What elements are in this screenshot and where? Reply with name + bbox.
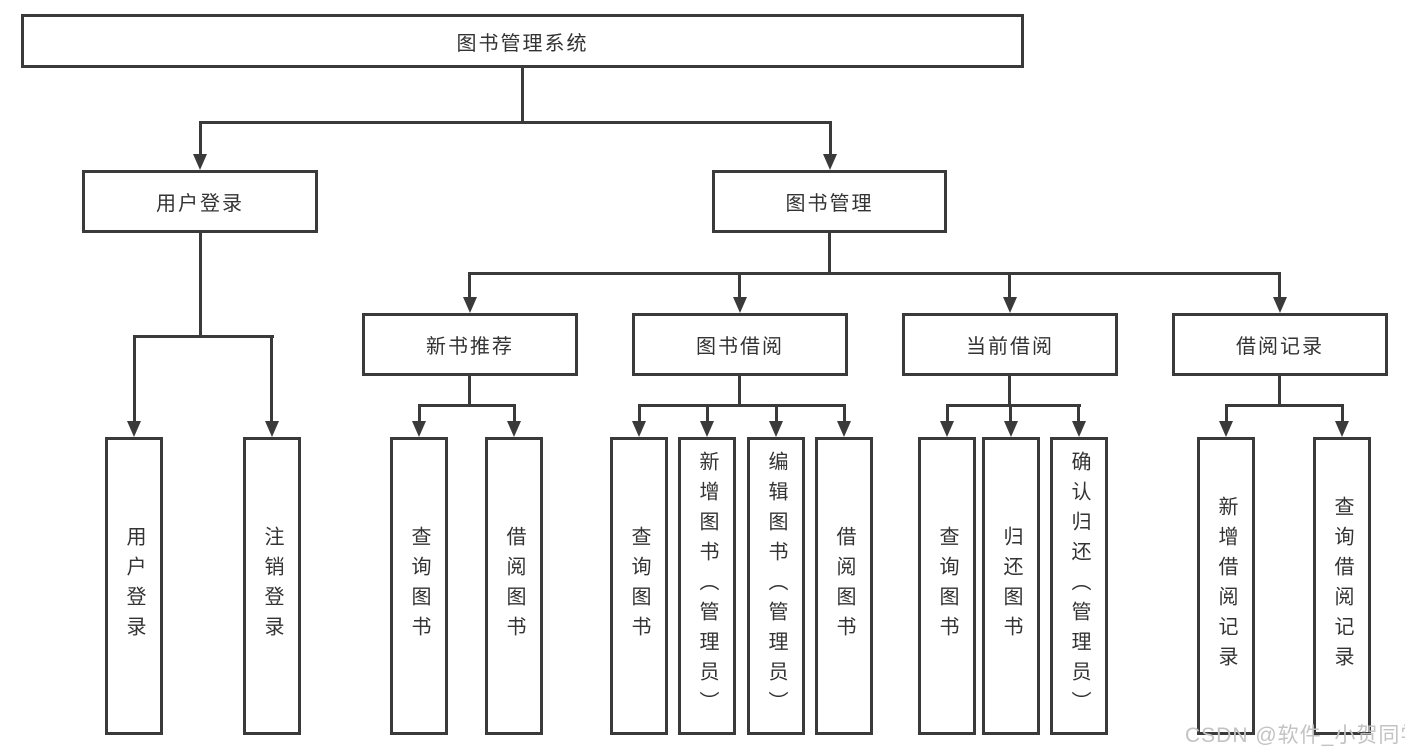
arrow-down-icon bbox=[632, 421, 646, 437]
arrow-down-icon bbox=[193, 154, 207, 170]
arrow-shaft-line bbox=[1225, 404, 1228, 421]
arrow-shaft-line bbox=[418, 404, 421, 421]
node-leaf-edit-books-admin: 编辑图书（管理员） bbox=[747, 437, 805, 735]
branch-bar-line bbox=[469, 272, 1281, 275]
node-label: 借阅记录 bbox=[1236, 336, 1324, 358]
arrow-shaft-line bbox=[775, 404, 778, 421]
arrow-shaft-line bbox=[829, 121, 832, 154]
stem-line bbox=[1278, 376, 1281, 407]
csdn-watermark: CSDN @软件_小贺同学 bbox=[1185, 724, 1405, 747]
node-leaf-query-books-current: 查询图书 bbox=[918, 437, 976, 735]
arrow-shaft-line bbox=[946, 404, 949, 421]
arrow-shaft-line bbox=[1278, 272, 1281, 297]
node-label: 借阅图书 bbox=[503, 526, 525, 646]
node-leaf-borrow-books: 借阅图书 bbox=[815, 437, 873, 735]
node-label: 图书管理系统 bbox=[456, 32, 589, 55]
node-leaf-add-books-admin: 新增图书（管理员） bbox=[678, 437, 736, 735]
stem-line bbox=[199, 233, 202, 338]
arrow-down-icon bbox=[1004, 421, 1018, 437]
arrow-down-icon bbox=[265, 421, 279, 437]
arrow-down-icon bbox=[507, 421, 521, 437]
node-label: 新书推荐 bbox=[426, 336, 514, 358]
branch-bar-line bbox=[1225, 404, 1344, 407]
branch-bar-line bbox=[638, 404, 846, 407]
arrow-shaft-line bbox=[1341, 404, 1344, 421]
arrow-down-icon bbox=[940, 421, 954, 437]
arrow-shaft-line bbox=[1077, 404, 1080, 421]
arrow-down-icon bbox=[412, 421, 426, 437]
node-leaf-add-borrow-record: 新增借阅记录 bbox=[1197, 437, 1255, 735]
arrow-down-icon bbox=[1273, 297, 1287, 313]
branch-bar-line bbox=[133, 335, 274, 338]
node-leaf-query-borrow-record: 查询借阅记录 bbox=[1313, 437, 1371, 735]
arrow-down-icon bbox=[837, 421, 851, 437]
arrow-down-icon bbox=[733, 297, 747, 313]
node-label: 查询借阅记录 bbox=[1331, 496, 1353, 676]
arrow-down-icon bbox=[700, 421, 714, 437]
node-label: 编辑图书（管理员） bbox=[765, 451, 787, 721]
arrow-shaft-line bbox=[513, 404, 516, 421]
node-label: 用户登录 bbox=[156, 193, 244, 215]
node-label: 注销登录 bbox=[261, 526, 283, 646]
arrow-shaft-line bbox=[270, 335, 273, 421]
arrow-down-icon bbox=[1072, 421, 1086, 437]
node-leaf-borrow-books-recommend: 借阅图书 bbox=[485, 437, 543, 735]
node-book-management: 图书管理 bbox=[712, 170, 947, 233]
node-label: 新增图书（管理员） bbox=[696, 451, 718, 721]
arrow-shaft-line bbox=[133, 335, 136, 421]
node-leaf-query-books-borrow: 查询图书 bbox=[610, 437, 668, 735]
arrow-shaft-line bbox=[1009, 404, 1012, 421]
arrow-shaft-line bbox=[468, 272, 471, 297]
arrow-shaft-line bbox=[843, 404, 846, 421]
arrow-down-icon bbox=[1335, 421, 1349, 437]
node-borrow-records: 借阅记录 bbox=[1172, 313, 1388, 376]
arrow-shaft-line bbox=[706, 404, 709, 421]
node-leaf-logout: 注销登录 bbox=[243, 437, 301, 735]
node-user-login: 用户登录 bbox=[82, 170, 318, 233]
node-label: 图书管理 bbox=[785, 193, 874, 215]
node-label: 新增借阅记录 bbox=[1215, 496, 1237, 676]
node-leaf-query-books-recommend: 查询图书 bbox=[390, 437, 448, 735]
node-label: 确认归还（管理员） bbox=[1068, 451, 1090, 721]
node-label: 图书借阅 bbox=[696, 336, 784, 358]
node-label: 查询图书 bbox=[628, 526, 650, 646]
stem-line bbox=[468, 376, 471, 407]
stem-line bbox=[828, 233, 831, 275]
node-label: 查询图书 bbox=[936, 526, 958, 646]
node-current-borrow: 当前借阅 bbox=[902, 313, 1118, 376]
arrow-shaft-line bbox=[638, 404, 641, 421]
arrow-down-icon bbox=[769, 421, 783, 437]
node-leaf-return-books: 归还图书 bbox=[982, 437, 1040, 735]
node-label: 查询图书 bbox=[408, 526, 430, 646]
node-library-system: 图书管理系统 bbox=[21, 14, 1024, 68]
arrow-down-icon bbox=[1003, 297, 1017, 313]
node-label: 借阅图书 bbox=[833, 526, 855, 646]
arrow-shaft-line bbox=[1008, 272, 1011, 297]
stem-line bbox=[521, 67, 524, 124]
node-book-borrow: 图书借阅 bbox=[632, 313, 848, 376]
node-leaf-user-login: 用户登录 bbox=[105, 437, 163, 735]
stem-line bbox=[1008, 376, 1011, 407]
branch-bar-line bbox=[199, 121, 832, 124]
arrow-shaft-line bbox=[199, 121, 202, 154]
node-leaf-confirm-return-admin: 确认归还（管理员） bbox=[1050, 437, 1108, 735]
arrow-down-icon bbox=[127, 421, 141, 437]
arrow-down-icon bbox=[1219, 421, 1233, 437]
branch-bar-line bbox=[418, 404, 516, 407]
node-label: 用户登录 bbox=[123, 526, 145, 646]
stem-line bbox=[738, 376, 741, 407]
node-label: 归还图书 bbox=[1000, 526, 1022, 646]
arrow-down-icon bbox=[823, 154, 837, 170]
arrow-shaft-line bbox=[738, 272, 741, 297]
arrow-down-icon bbox=[463, 297, 477, 313]
node-new-book-recommend: 新书推荐 bbox=[362, 313, 578, 376]
branch-bar-line bbox=[946, 404, 1081, 407]
node-label: 当前借阅 bbox=[966, 336, 1054, 358]
